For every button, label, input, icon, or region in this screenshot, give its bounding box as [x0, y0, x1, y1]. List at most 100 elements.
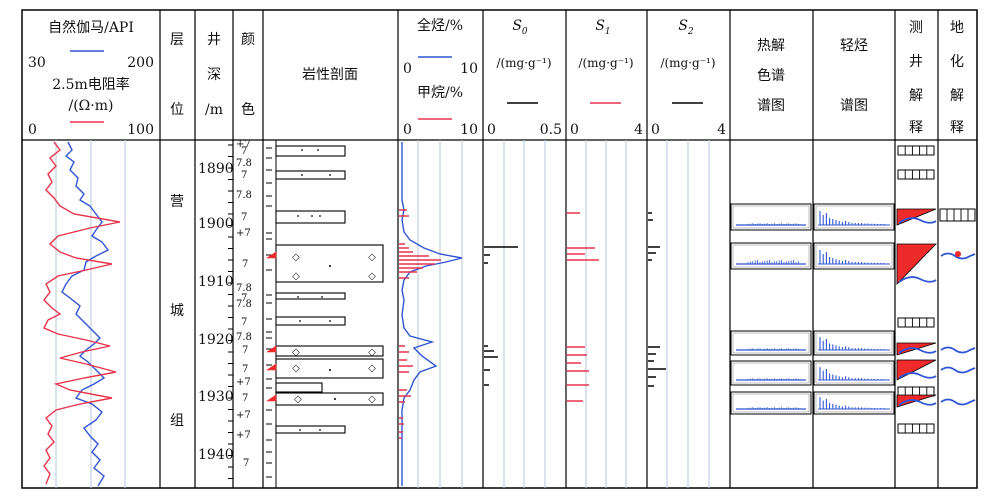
s1-unit: /(mg·g⁻¹): [578, 56, 633, 70]
lith-dot: [301, 174, 303, 176]
depth-char-3: /m: [205, 102, 223, 118]
interp-ladder: [897, 169, 935, 180]
pyro-header: 热解 色谱 谱图: [757, 38, 785, 114]
oil-show-triangle: [266, 251, 277, 259]
lith-diamond: ◇: [292, 347, 300, 358]
lith-diamond: ◇: [368, 347, 376, 358]
color-code: +7: [236, 377, 251, 388]
lith-dot: [299, 429, 301, 431]
lithology-column: ◇◇◇◇◇◇◇◇◇◇: [266, 140, 384, 488]
depth-tick-1930: 1930: [198, 389, 234, 405]
lith-diamond: ◇: [368, 271, 376, 282]
lith-bed: [275, 170, 346, 180]
depth-tick-1890: 1890: [198, 161, 234, 177]
lith-dot: [329, 369, 331, 371]
pyro-line-3: 谱图: [757, 98, 785, 114]
lith-bed: [275, 210, 346, 224]
geo-wave: [940, 398, 976, 406]
depth-tick-1910: 1910: [198, 274, 234, 290]
interp-wedge: [896, 208, 937, 226]
s0-max: 0.5: [540, 122, 562, 138]
s0-title: S0: [512, 18, 528, 37]
pyro-thumbnail: [730, 360, 812, 386]
interp-wave: [898, 347, 937, 354]
lith-dot: [301, 149, 303, 151]
color-code: 7: [242, 259, 248, 270]
column-separators: [159, 10, 939, 488]
color-code: 7: [242, 364, 248, 375]
formation-label: 营 城 组: [170, 194, 184, 429]
lith-diamond: ◇: [294, 394, 302, 405]
color-char-1: 颜: [241, 32, 255, 48]
s2-min: 0: [651, 122, 660, 138]
color-code: 7: [241, 212, 247, 223]
well-char-3: 解: [909, 88, 923, 104]
interp-ladder: [897, 145, 935, 156]
s0-bars: [484, 246, 518, 386]
depth-scale: 1890 1900 1910 1920 1930 1940: [198, 161, 234, 463]
oil-show-triangle: [266, 363, 277, 371]
geo-wave: [940, 252, 976, 260]
s2-title: S2: [678, 18, 694, 37]
color-code: +7: [236, 139, 251, 150]
s0-unit: /(mg·g⁻¹): [496, 56, 551, 70]
spectra-thumbnails: [730, 203, 895, 415]
color-code: +7: [236, 430, 251, 441]
lith-diamond: ◇: [368, 363, 376, 374]
gr-max: 200: [127, 55, 154, 71]
lith-bed: [275, 382, 323, 393]
res-curve: [43, 141, 121, 485]
s1-max: 4: [634, 122, 643, 138]
ch4-title: 甲烷/%: [417, 85, 463, 101]
geo-wave: [940, 366, 976, 374]
light-thumbnail: [813, 330, 895, 356]
depth-char-2: 深: [207, 67, 221, 83]
layer-header: 层 位: [170, 32, 184, 118]
lith-bed: [275, 244, 384, 283]
lith-dot: [329, 265, 331, 267]
tg-title: 全烃/%: [417, 17, 463, 34]
lith-bed: [275, 145, 346, 157]
interp-wedge: [896, 359, 937, 381]
depth-tick-1940: 1940: [198, 447, 234, 463]
tg-max: 10: [460, 61, 478, 77]
light-thumbnail: [813, 203, 895, 231]
interp-wave: [898, 217, 937, 224]
lith-dot: [297, 215, 299, 217]
oil-show-triangle: [266, 394, 277, 402]
s2-bars: [648, 212, 666, 387]
s1-header: S1 /(mg·g⁻¹) 0 4: [570, 18, 643, 138]
s2-header: S2 /(mg·g⁻¹) 0 4: [651, 18, 726, 138]
well-char-2: 井: [909, 54, 923, 70]
res-title-2: /(Ω·m): [69, 98, 114, 114]
total-gas-curve: [401, 142, 463, 486]
lith-dot: [329, 320, 331, 322]
well-char-4: 释: [909, 120, 923, 136]
color-code: 7.8: [236, 283, 252, 294]
color-codes: +7 7 7.8 7 7.8 7 +7 7 7.8 7 7.8 7 7.8 7 …: [236, 139, 252, 469]
lith-header: 岩性剖面: [302, 67, 358, 83]
color-code: 7.8: [236, 332, 252, 343]
color-code: 7: [241, 146, 247, 157]
geo-wave: [940, 346, 976, 354]
tg-min: 0: [403, 61, 412, 77]
light-thumbnail-inner: [815, 332, 893, 354]
gas-header: 全烃/% 0 10 甲烷/% 0 10: [403, 17, 478, 138]
light-thumbnail-inner: [815, 393, 893, 413]
formation-char-1: 营: [170, 194, 184, 210]
pyro-line-2: 色谱: [757, 67, 785, 84]
color-code: 7.8: [236, 299, 252, 310]
res-max: 100: [127, 122, 154, 138]
light-thumbnail: [813, 360, 895, 386]
gr-curve: [61, 141, 110, 487]
light-line-2: 谱图: [840, 98, 868, 114]
light-thumbnail-inner: [815, 205, 893, 229]
s0-min: 0: [487, 122, 496, 138]
depth-char-1: 井: [207, 32, 221, 48]
layer-char-2: 位: [170, 102, 184, 118]
color-header: 颜 色: [241, 32, 255, 118]
geo-char-1: 地: [950, 20, 964, 36]
pyro-thumbnail-inner: [732, 244, 810, 268]
ch4-min: 0: [403, 122, 412, 138]
